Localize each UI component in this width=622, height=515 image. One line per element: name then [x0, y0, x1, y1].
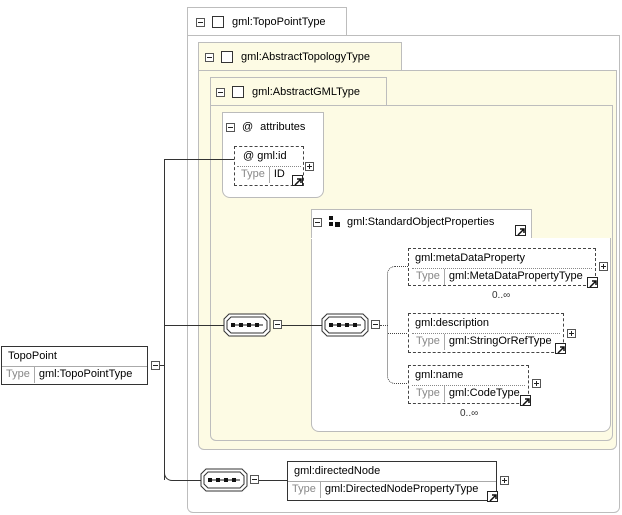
element-name: gml:description [415, 317, 489, 329]
collapse-icon[interactable] [205, 52, 214, 62]
collapse-icon[interactable] [250, 475, 259, 484]
element-name: gml:name [415, 369, 464, 381]
collapse-icon[interactable] [313, 217, 322, 227]
expand-icon[interactable] [305, 162, 314, 171]
collapse-icon[interactable] [216, 87, 225, 97]
topo-point-type-tab: gml:TopoPointType [187, 7, 347, 36]
collapse-icon[interactable] [226, 122, 235, 132]
type-value: gml:MetaDataPropertyType [448, 270, 583, 282]
collapse-icon[interactable] [151, 361, 160, 370]
type-label: Type [412, 386, 445, 402]
topo-point-element[interactable]: TopoPoint Type gml:TopoPointType [1, 346, 148, 385]
type-value: gml:CodeType [448, 387, 520, 399]
complex-type-icon [221, 51, 233, 63]
reference-arrow-icon[interactable] [515, 225, 526, 236]
type-value: gml:TopoPointType [38, 368, 133, 380]
expand-icon[interactable] [532, 379, 541, 388]
directed-node-element[interactable]: gml:directedNode Type gml:DirectedNodePr… [287, 461, 497, 501]
sequence-compositor-icon[interactable] [321, 313, 369, 337]
type-label: Type [237, 167, 270, 183]
standard-object-properties-label: gml:StandardObjectProperties [347, 216, 495, 228]
reference-arrow-icon[interactable] [520, 395, 531, 406]
reference-arrow-icon[interactable] [292, 175, 303, 186]
type-value: gml:StringOrRefType [448, 335, 552, 347]
type-label: Type [412, 269, 445, 285]
reference-arrow-icon[interactable] [587, 277, 598, 288]
abstract-gml-type-tab: gml:AbstractGMLType [210, 77, 387, 106]
reference-arrow-icon[interactable] [487, 491, 498, 502]
element-name: gml:directedNode [294, 465, 381, 477]
reference-arrow-icon[interactable] [555, 343, 566, 354]
at-icon: @ [243, 150, 258, 162]
collapse-icon[interactable] [371, 320, 380, 329]
element-name: gml:metaDataProperty [415, 252, 526, 264]
topo-point-type-label: gml:TopoPointType [232, 16, 326, 28]
occurrence-label: 0..∞ [460, 408, 479, 419]
collapse-icon[interactable] [273, 320, 282, 329]
complex-type-icon [232, 86, 244, 98]
complex-type-icon [212, 16, 224, 28]
attribute-name: gml:id [257, 150, 287, 162]
collapse-icon[interactable] [196, 17, 205, 27]
description-element[interactable]: gml:description Type gml:StringOrRefType [408, 313, 564, 353]
occurrence-label: 0..∞ [492, 290, 511, 301]
expand-icon[interactable] [500, 476, 509, 485]
expand-icon[interactable] [599, 262, 608, 271]
name-element[interactable]: gml:name Type gml:CodeType [408, 365, 529, 404]
expand-icon[interactable] [567, 329, 576, 338]
element-name: TopoPoint [8, 350, 57, 362]
type-label: Type [288, 482, 321, 498]
at-icon: @ [242, 121, 254, 133]
type-label: Type [412, 334, 445, 350]
abstract-gml-type-label: gml:AbstractGMLType [252, 86, 360, 98]
group-icon [329, 216, 341, 228]
type-label: Type [2, 367, 35, 383]
abstract-topology-type-tab: gml:AbstractTopologyType [198, 42, 402, 71]
attributes-label: attributes [260, 121, 306, 133]
type-value: gml:DirectedNodePropertyType [324, 483, 479, 495]
type-value: ID [273, 168, 285, 180]
abstract-topology-type-label: gml:AbstractTopologyType [241, 51, 371, 63]
sequence-compositor-icon[interactable] [223, 313, 271, 337]
metadata-property-element[interactable]: gml:metaDataProperty Type gml:MetaDataPr… [408, 248, 596, 286]
standard-object-properties-group [311, 209, 532, 239]
sequence-compositor-icon[interactable] [200, 468, 248, 492]
